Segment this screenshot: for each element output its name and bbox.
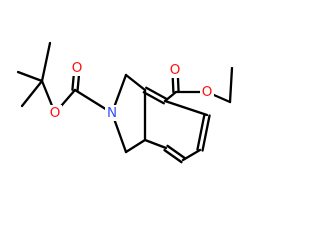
atom-O3-carbonyl-oxygen: O bbox=[168, 62, 182, 78]
bond-C6-C7 bbox=[181, 148, 202, 162]
atom-O3-label: O bbox=[170, 62, 181, 78]
bond-C7-C8-line-1 bbox=[196, 113, 206, 151]
bond-C5-C6-line-1 bbox=[166, 144, 186, 160]
bond-layer bbox=[16, 41, 234, 164]
atom-N1-label: N bbox=[107, 105, 117, 121]
atom-N1-nitrogen: N bbox=[105, 105, 119, 121]
bond-C5-C6-line-2 bbox=[163, 148, 183, 164]
atom-O4-background bbox=[200, 84, 214, 100]
bond-C4-esterC bbox=[163, 90, 178, 103]
bond-C4-C7a-line-2 bbox=[145, 86, 168, 100]
bond-C4-C7a-line-1 bbox=[142, 91, 165, 105]
molecule-structure-diagram: O O N O O bbox=[16, 41, 234, 164]
atom-O4-label: O bbox=[202, 84, 213, 100]
atom-O1-background bbox=[70, 60, 84, 76]
atom-O2-label: O bbox=[50, 105, 61, 121]
bond-tBuCH3a-tBuC bbox=[16, 70, 44, 83]
bond-C8-C4 bbox=[163, 99, 209, 117]
atom-O1-label: O bbox=[72, 60, 83, 76]
atom-O1-carbonyl-oxygen: O bbox=[70, 60, 84, 76]
bond-tBuCH3c-tBuC bbox=[20, 79, 44, 108]
atom-O2-ester-oxygen: O bbox=[48, 105, 62, 121]
bond-C7-C8-line-2 bbox=[201, 114, 211, 152]
atom-O4-ester-oxygen: O bbox=[200, 84, 214, 100]
bond-CH2-CH3 bbox=[228, 66, 234, 104]
atom-O3-background bbox=[168, 62, 182, 78]
bond-C1-C7a bbox=[124, 73, 147, 92]
bond-C3-C3a bbox=[124, 138, 147, 154]
atom-O2-background bbox=[48, 105, 62, 121]
bond-C3a-C5 bbox=[143, 138, 168, 150]
bond-tBuCH3b-tBuC bbox=[40, 41, 52, 83]
atom-N1-background bbox=[105, 105, 119, 121]
atom-label-layer: O O N O O bbox=[48, 60, 214, 121]
